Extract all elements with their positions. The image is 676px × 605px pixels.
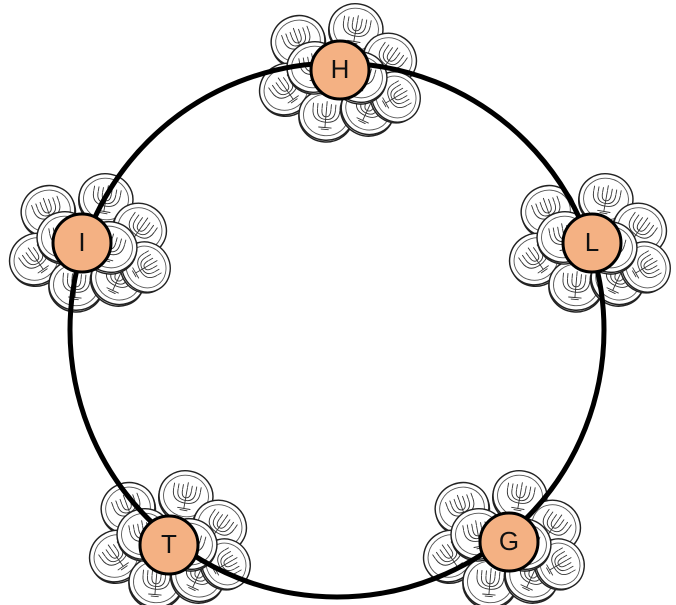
node-label: G [499,526,519,556]
node-label: T [161,529,177,559]
node-label: I [78,227,85,257]
node-circle [138,514,200,576]
node-circle [561,212,623,274]
node-h: H [309,39,371,101]
node-i: I [51,212,113,274]
nodes: H L G T I [51,39,623,576]
node-circle [51,212,113,274]
node-g: G [478,511,540,573]
node-t: T [138,514,200,576]
node-l: L [561,212,623,274]
node-circle [478,511,540,573]
node-label: H [331,54,350,84]
node-label: L [585,227,599,257]
node-circle [309,39,371,101]
